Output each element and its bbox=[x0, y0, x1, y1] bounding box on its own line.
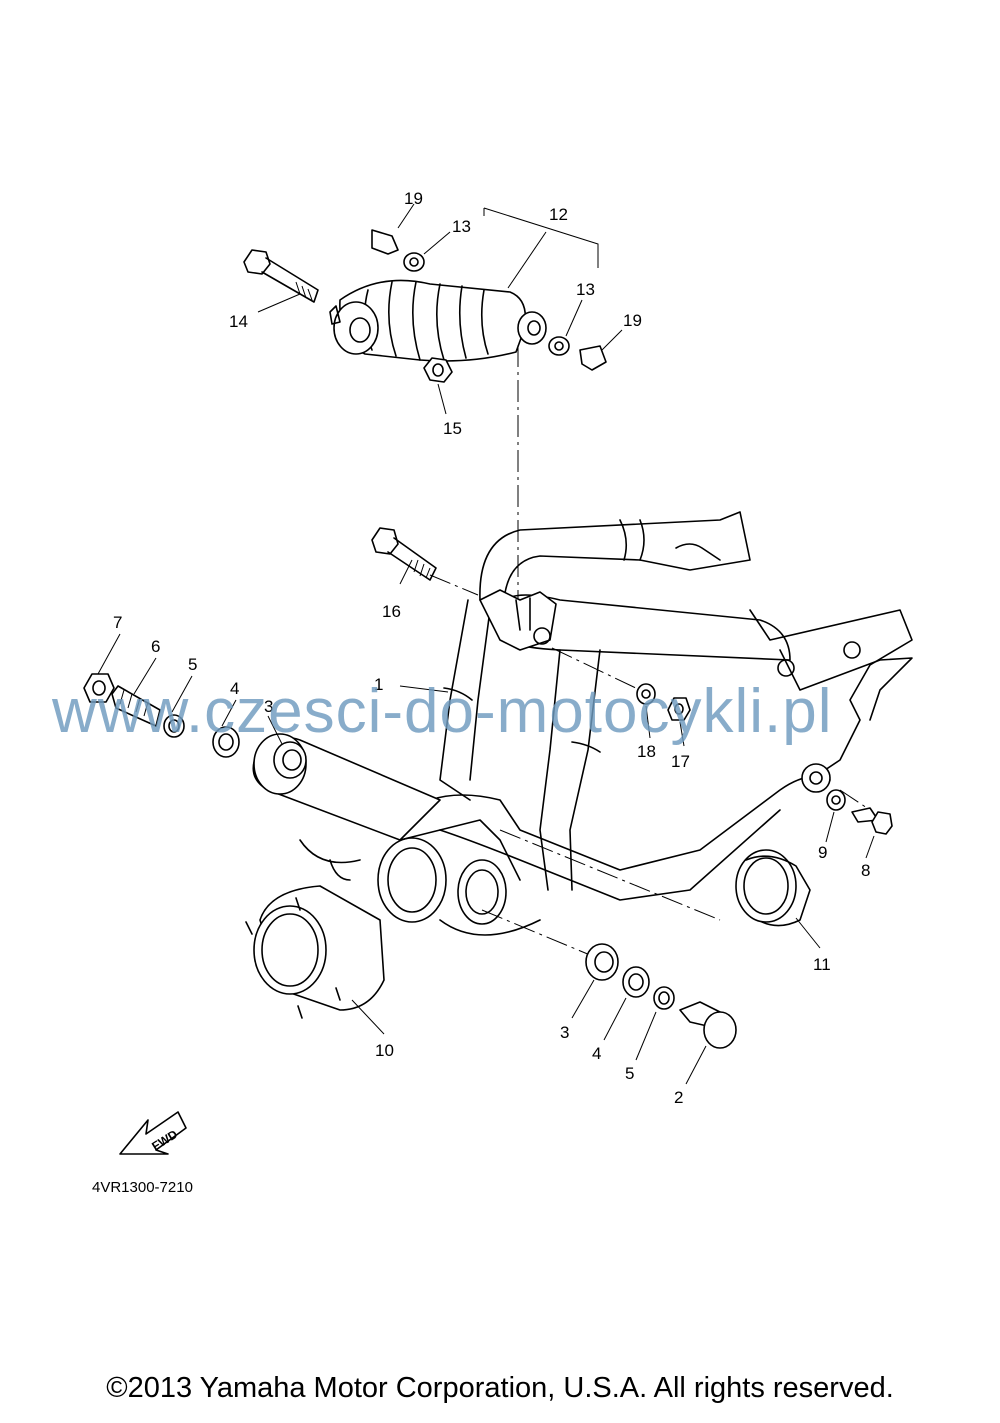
part-label: 9 bbox=[818, 843, 827, 862]
part-label: 17 bbox=[671, 752, 690, 771]
forward-direction-arrow: FWD bbox=[119, 1111, 187, 1155]
part-label: 3 bbox=[560, 1023, 569, 1042]
part-label: 16 bbox=[382, 602, 401, 621]
part-label: 4 bbox=[592, 1044, 601, 1063]
part-label: 5 bbox=[188, 655, 197, 674]
part-label: 13 bbox=[576, 280, 595, 299]
leader-lines bbox=[97, 203, 875, 1085]
part-label: 14 bbox=[229, 312, 248, 331]
part-label: 19 bbox=[404, 189, 423, 208]
watermark-text: www.czesci-do-motocykli.pl bbox=[51, 677, 833, 746]
part-label: 19 bbox=[623, 311, 642, 330]
part-label: 15 bbox=[443, 419, 462, 438]
part-label: 4 bbox=[230, 679, 239, 698]
part-label: 11 bbox=[813, 955, 831, 974]
diagram-code: 4VR1300-7210 bbox=[92, 1179, 193, 1196]
part-label: 18 bbox=[637, 742, 656, 761]
part-label: 8 bbox=[861, 861, 870, 880]
pivot-bolt-16 bbox=[371, 527, 437, 581]
part-label: 10 bbox=[375, 1041, 394, 1060]
seal-11 bbox=[735, 849, 811, 927]
right-pivot-hardware bbox=[585, 943, 737, 1049]
part-label: 1 bbox=[374, 675, 383, 694]
copyright-notice: ©2013 Yamaha Motor Corporation, U.S.A. A… bbox=[106, 1372, 894, 1404]
part-label: 12 bbox=[549, 205, 568, 224]
left-pivot-hardware bbox=[83, 673, 307, 779]
part-label: 2 bbox=[674, 1088, 683, 1107]
boot-cover-10 bbox=[245, 885, 385, 1019]
small-hardware bbox=[636, 683, 893, 835]
part-label: 5 bbox=[625, 1064, 634, 1083]
rear-shock-absorber bbox=[243, 229, 607, 383]
part-label: 13 bbox=[452, 217, 471, 236]
part-label: 6 bbox=[151, 637, 160, 656]
bolt-14-drawing bbox=[243, 249, 319, 303]
part-label: 3 bbox=[264, 697, 273, 716]
part-label: 7 bbox=[113, 613, 122, 632]
